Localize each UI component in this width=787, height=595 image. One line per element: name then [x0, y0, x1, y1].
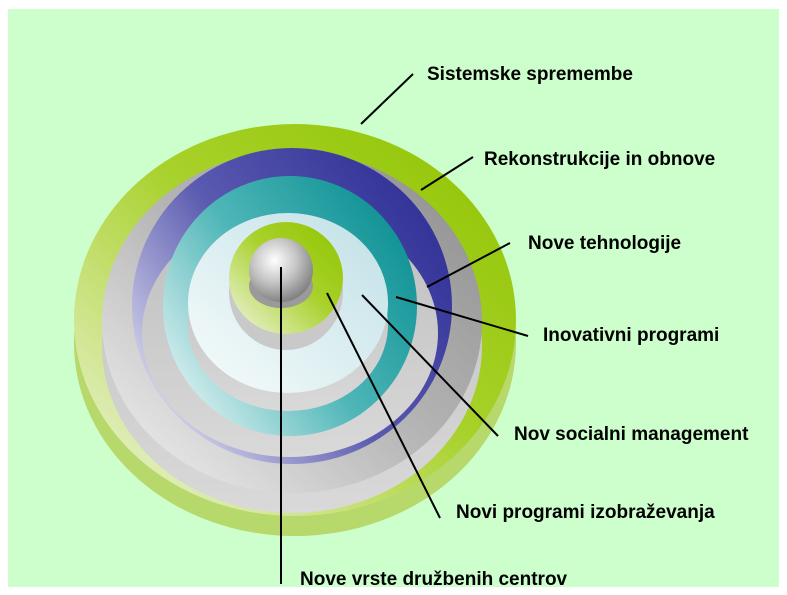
label-nove-vrste-druzbenih-centrov: Nove vrste družbenih centrov [300, 569, 568, 590]
label-rekonstrukcije-in-obnove: Rekonstrukcije in obnove [484, 149, 715, 170]
leader-lines [280, 73, 529, 584]
leader-line-1 [360, 73, 414, 125]
label-inovativni-programi: Inovativni programi [543, 325, 719, 346]
label-nove-tehnologije: Nove tehnologije [528, 233, 681, 254]
label-sistemske-spremembe: Sistemske spremembe [427, 64, 633, 85]
leader-line-4 [395, 296, 529, 337]
leader-line-2 [420, 156, 474, 191]
leader-line-5 [361, 294, 499, 437]
label-novi-programi-izobrazevanja: Novi programi izobraževanja [456, 502, 715, 523]
leader-line-6 [326, 292, 441, 519]
label-nov-socialni-management: Nov socialni management [514, 424, 749, 445]
leader-line-3 [426, 242, 511, 288]
